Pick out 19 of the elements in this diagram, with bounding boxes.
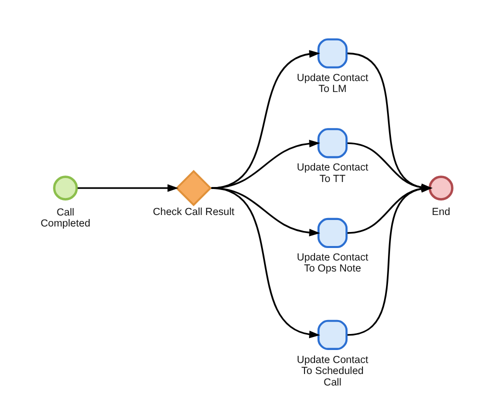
node-label: Call Completed <box>40 207 90 230</box>
arrow <box>211 50 320 189</box>
node-label: Update Contact To LM <box>296 72 368 96</box>
arrow <box>347 184 432 234</box>
arrow <box>78 184 178 192</box>
node-circle <box>428 176 454 200</box>
node-label: Check Call Result <box>152 207 234 218</box>
node-label: Update Contact To TT <box>296 162 368 185</box>
arrow <box>347 52 432 192</box>
node-label: Update Contact To Scheduled Call <box>296 354 368 388</box>
arrow <box>211 187 320 236</box>
node-label: Update Contact To Ops Note <box>296 252 368 275</box>
arrow <box>347 142 432 192</box>
arrow <box>211 140 320 189</box>
arrow <box>347 184 432 336</box>
arrow <box>211 187 320 338</box>
node-label: End <box>432 207 450 218</box>
node-circle <box>53 176 78 200</box>
node-diamond <box>175 170 212 206</box>
